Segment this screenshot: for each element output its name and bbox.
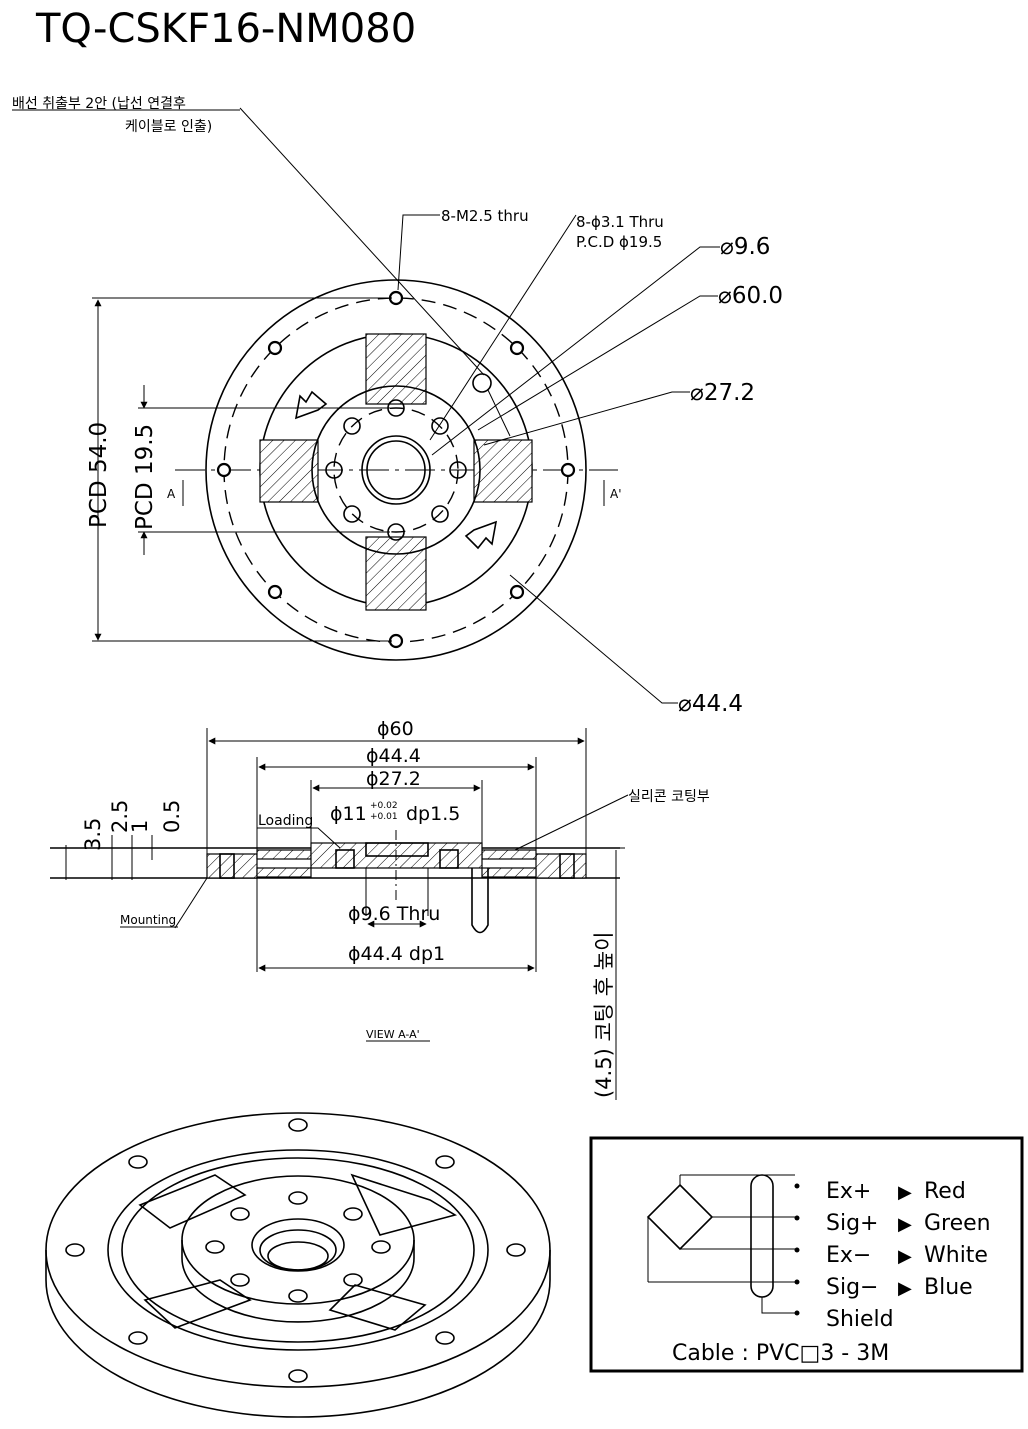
section-mark-a: A xyxy=(167,487,176,501)
arrow-icon: ▶ xyxy=(898,1214,912,1235)
view-label: VIEW A-A' xyxy=(366,1028,420,1041)
dim-d96-thru: ϕ9.6 Thru xyxy=(348,903,440,925)
outer-holes xyxy=(216,290,576,649)
label-loading: Loading xyxy=(258,813,313,829)
color-red: Red xyxy=(924,1179,966,1204)
shield-label: Shield xyxy=(826,1307,894,1332)
signal-sig-plus: Sig+ xyxy=(826,1211,878,1236)
label-d444: ⌀44.4 xyxy=(678,691,743,717)
spoke-left xyxy=(259,439,319,503)
spoke-right xyxy=(473,439,533,503)
arrow-icon: ▶ xyxy=(898,1278,912,1299)
top-view xyxy=(92,107,720,704)
dim-d272: ϕ27.2 xyxy=(366,768,421,790)
arrow-icon: ▶ xyxy=(898,1182,912,1203)
h-25: 2.5 xyxy=(108,800,132,833)
cable-exit-hole xyxy=(472,373,492,393)
dim-d444-dp1: ϕ44.4 dp1 xyxy=(348,943,445,965)
signal-ex-plus: Ex+ xyxy=(826,1179,871,1204)
label-pcd-195-dim: PCD 19.5 xyxy=(132,424,158,530)
isometric-view xyxy=(45,1112,551,1418)
spoke-top xyxy=(365,333,427,405)
h-35: 3.5 xyxy=(81,818,105,851)
hub-d27 xyxy=(311,385,481,555)
label-mounting: Mounting xyxy=(120,913,176,927)
label-d272: ⌀27.2 xyxy=(690,380,755,406)
label-pcd-540: PCD 54.0 xyxy=(86,422,112,528)
cable-spec: Cable : PVC□3 - 3M xyxy=(672,1341,889,1366)
coating-height-label: (4.5) 코팅 후 높이 xyxy=(592,932,616,1098)
tol-minus: +0.01 xyxy=(370,812,398,822)
cable-note-line1: 배선 취출부 2안 (납선 연결후 xyxy=(12,96,186,112)
rotation-arrow-bottom-right xyxy=(464,520,498,550)
outer-rim-d60 xyxy=(205,279,587,661)
label-8-d31: 8-ϕ3.1 Thru xyxy=(576,213,664,231)
wiring-diagram xyxy=(589,1136,1024,1373)
drawing-title: TQ-CSKF16-NM080 xyxy=(35,6,416,52)
cable-note-leader xyxy=(239,107,485,376)
color-green: Green xyxy=(924,1211,991,1236)
pcd-19-circle xyxy=(333,407,459,533)
arrow-icon: ▶ xyxy=(898,1246,912,1267)
signal-sig-minus: Sig− xyxy=(826,1275,878,1300)
dim-d444: ϕ44.4 xyxy=(366,745,421,767)
h-05: 0.5 xyxy=(160,800,184,833)
spoke-bottom xyxy=(365,536,427,611)
signal-ex-minus: Ex− xyxy=(826,1243,871,1268)
color-blue: Blue xyxy=(924,1275,973,1300)
label-d600: ⌀60.0 xyxy=(718,283,783,309)
section-view xyxy=(50,728,629,1100)
label-d96: ⌀9.6 xyxy=(720,234,770,260)
tol-plus: +0.02 xyxy=(370,801,398,811)
label-8-m25: 8-M2.5 thru xyxy=(441,207,529,225)
dim-d60: ϕ60 xyxy=(377,718,414,740)
rotation-arrow-top-left xyxy=(294,390,328,420)
cable-note-line2: 케이블로 인출) xyxy=(125,119,212,135)
label-pcd-195: P.C.D ϕ19.5 xyxy=(576,233,662,251)
section-mark-a-prime: A' xyxy=(610,487,622,501)
color-white: White xyxy=(924,1243,988,1268)
center-bore-outer xyxy=(361,435,431,505)
wiring-rows: Ex+ ▶ Red Sig+ ▶ Green Ex− ▶ White Sig− … xyxy=(672,1179,991,1366)
m25-leader xyxy=(397,214,440,291)
center-bore-inner xyxy=(366,440,426,500)
h-1: 1 xyxy=(128,820,152,833)
dim-dp15: dp1.5 xyxy=(406,803,460,825)
label-silicone-coating: 실리콘 코팅부 xyxy=(628,789,710,805)
dim-d11: ϕ11 xyxy=(330,803,367,825)
